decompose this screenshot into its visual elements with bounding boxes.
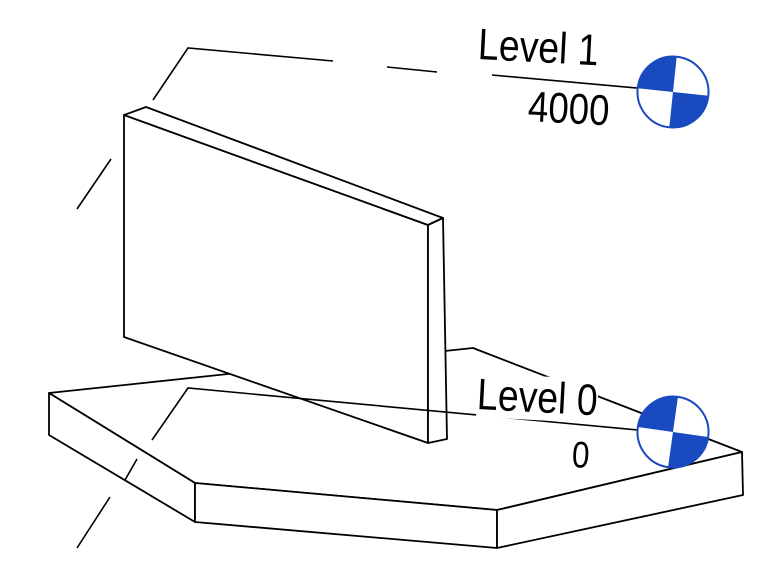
level-1-datum[interactable] [76, 47, 712, 210]
wall-right-face[interactable] [427, 217, 448, 444]
level-0-head-quadrant-topleft [637, 396, 678, 432]
level-1-datum-line[interactable] [76, 47, 638, 210]
level-0-head-quadrant-bottomright [668, 432, 709, 468]
level-1-elevation-label[interactable]: 4000 [526, 83, 611, 136]
level-0-elevation-label[interactable]: 0 [570, 434, 591, 476]
level-0-datum[interactable] [76, 387, 713, 549]
level-0-head-icon[interactable] [633, 392, 713, 472]
wall[interactable] [123, 106, 448, 444]
level-1-name-label[interactable]: Level 1 [476, 20, 600, 76]
level-1-head-quadrant-topleft [637, 56, 677, 92]
level-1-head-icon[interactable] [634, 53, 712, 131]
level-1-head-quadrant-bottomright [669, 92, 709, 128]
slab-front-right-face[interactable] [496, 451, 744, 549]
level-0-name-label[interactable]: Level 0 [475, 370, 599, 426]
